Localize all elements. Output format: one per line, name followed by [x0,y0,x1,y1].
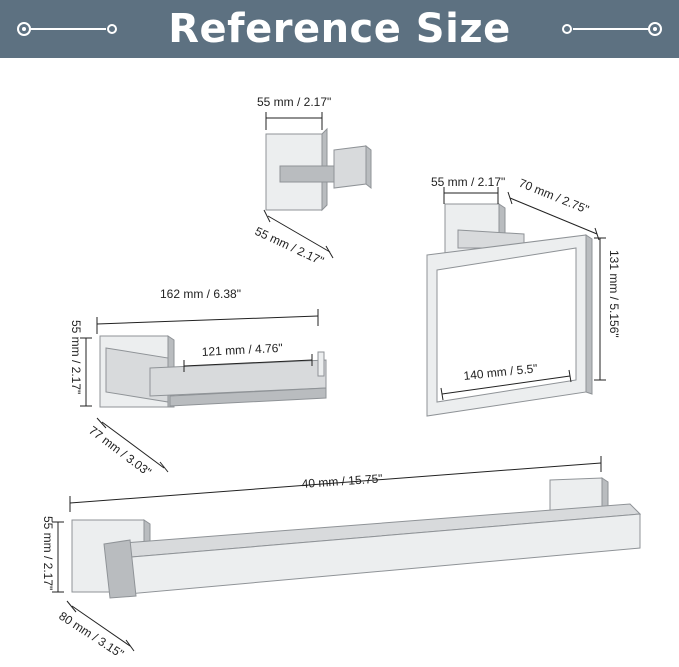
ring-projection-dimension: 70 mm / 2.75" [507,176,600,241]
hook-depth-dimension: 55 mm / 2.17" [253,209,334,268]
hook-width-label: 55 mm / 2.17" [257,95,331,109]
line-with-rings-icon [17,22,117,36]
tp-total-length-label: 162 mm / 6.38" [160,287,241,301]
ring-base-width-dimension: 55 mm / 2.17" [431,175,505,204]
tp-depth-dimension: 77 mm / 3.03" [86,417,169,479]
tp-arm-length-label: 121 mm / 4.76" [201,341,283,359]
tp-arm-length-dimension: 121 mm / 4.76" [183,341,313,372]
towel-bar-depth-dimension: 80 mm / 3.15" [56,600,135,661]
robe-hook [265,127,372,212]
tp-height-label: 55 mm / 2.17" [69,320,83,394]
ring-height-dimension: 131 mm / 5.156" [594,237,621,381]
towel-bar [71,477,642,599]
towel-bar-depth-label: 80 mm / 3.15" [56,609,126,661]
ring-base-width-label: 55 mm / 2.17" [431,175,505,189]
tp-total-length-dimension: 162 mm / 6.38" [96,287,319,334]
tp-height-dimension: 55 mm / 2.17" [69,320,92,407]
toilet-paper-holder [99,335,327,408]
towel-bar-length-dimension: 40 mm / 15.75" [69,456,602,512]
header-banner: Reference Size [0,0,679,58]
ring-projection-label: 70 mm / 2.75" [517,176,591,217]
ring-height-label: 131 mm / 5.156" [607,250,621,338]
page-title: Reference Size [168,6,511,52]
line-with-rings-icon [562,22,662,36]
towel-ring [426,203,593,417]
dimension-drawing: 55 mm / 2.17" 55 mm / 2.17" 55 mm / 2.17… [41,95,642,661]
tp-depth-label: 77 mm / 3.03" [86,423,154,479]
towel-bar-height-dimension: 55 mm / 2.17" [41,516,64,593]
hook-width-dimension: 55 mm / 2.17" [257,95,331,130]
towel-bar-height-label: 55 mm / 2.17" [41,516,55,590]
hook-depth-label: 55 mm / 2.17" [253,224,326,268]
towel-bar-length-label: 40 mm / 15.75" [301,471,383,491]
